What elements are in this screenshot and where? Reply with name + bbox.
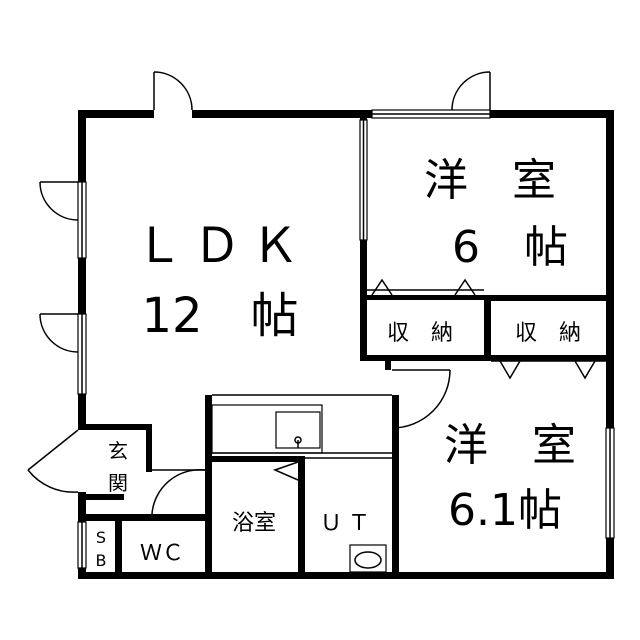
ldk-name-label: ＬＤＫ xyxy=(135,218,309,274)
room-labels: ＬＤＫ 12 帖 洋 室 6 帖 収 納 収 納 洋 室 6.1帖 玄 関 ＷＣ… xyxy=(96,155,582,570)
outer-walls xyxy=(78,110,614,579)
utility-label: ＵＴ xyxy=(320,511,376,536)
bedroom1-name-label: 洋 室 xyxy=(424,155,556,206)
windows xyxy=(77,109,615,569)
storage1-label: 収 納 xyxy=(387,321,453,346)
doors xyxy=(27,71,606,515)
bedroom1-size-label: 6 帖 xyxy=(452,222,568,273)
entrance-label-2: 関 xyxy=(108,471,128,495)
bedroom2-size-label: 6.1帖 xyxy=(448,485,562,536)
bath-label: 浴室 xyxy=(232,511,276,536)
bedroom2-name-label: 洋 室 xyxy=(444,420,576,471)
ldk-size-label: 12 帖 xyxy=(141,288,298,344)
shoebox-label-top: S xyxy=(96,528,106,547)
wc-label: ＷＣ xyxy=(140,541,184,566)
fixtures xyxy=(211,394,392,573)
interior-walls xyxy=(84,110,614,578)
shoebox-label-bottom: B xyxy=(96,551,107,570)
entrance-label-1: 玄 xyxy=(108,439,128,463)
storage2-label: 収 納 xyxy=(515,321,581,346)
